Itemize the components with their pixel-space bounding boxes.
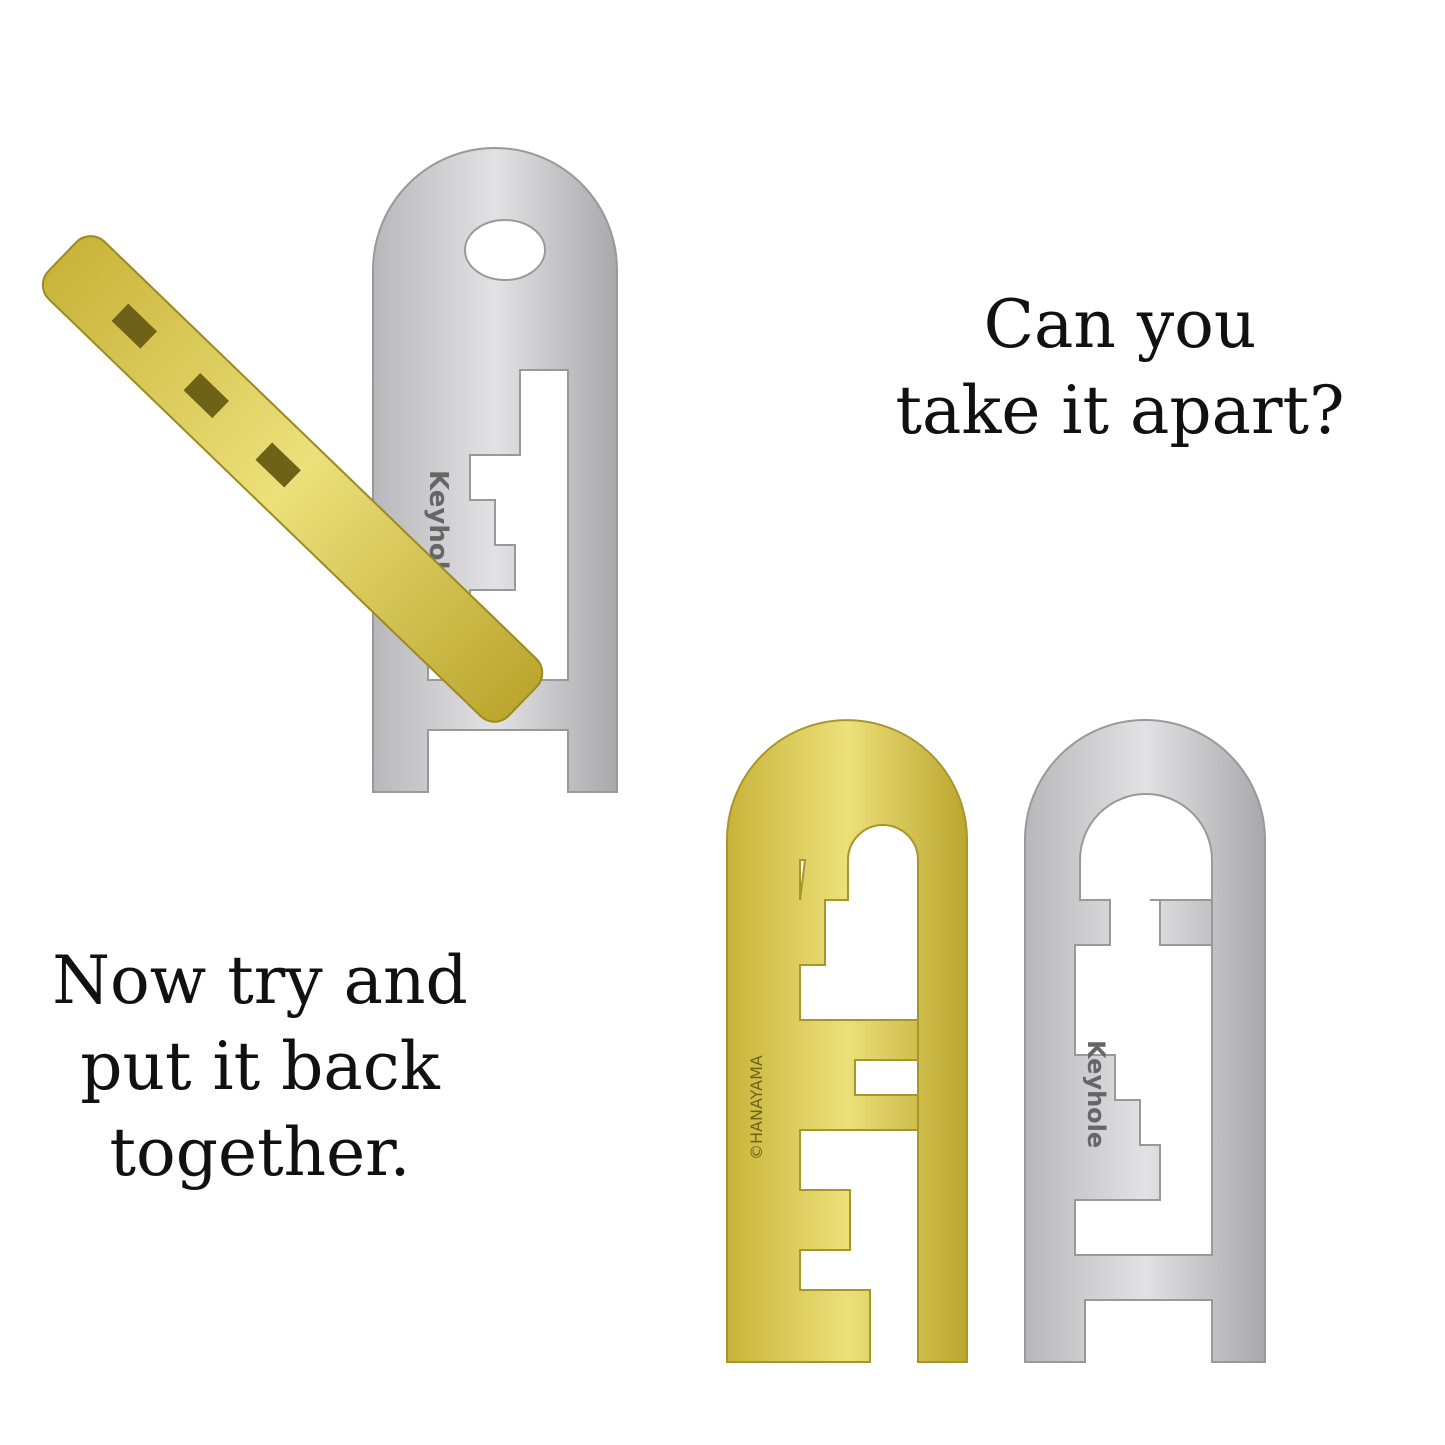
caption-line: Can you [983,286,1257,363]
gold-piece: ©HANAYAMA [726,719,968,1363]
caption-line: Now try and [52,942,468,1019]
put-back-caption: Now try and put it back together. [30,938,490,1196]
inserted-gold-piece [41,235,544,723]
silver-piece: Keyhole [1024,719,1266,1363]
caption-line: take it apart? [895,372,1345,449]
take-apart-caption: Can you take it apart? [880,282,1360,454]
caption-line: put it back [80,1028,440,1105]
keyhole-engraving-2: Keyhole [1082,1040,1110,1148]
hanayama-engraving: ©HANAYAMA [747,1055,766,1160]
caption-line: together. [109,1114,411,1191]
